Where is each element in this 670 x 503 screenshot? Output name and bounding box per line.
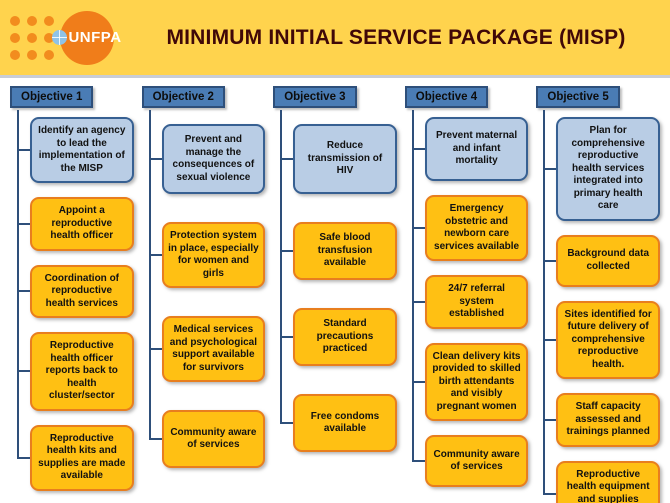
flow-box: Safe blood transfusion available xyxy=(293,222,397,280)
flow-box: Prevent maternal and infant mortality xyxy=(424,117,529,181)
objective-5-column: Objective 5 Plan for comprehensive repro… xyxy=(536,86,660,503)
flow-box: Community aware of services xyxy=(424,435,529,487)
flow-item: Plan for comprehensive reproductive heal… xyxy=(536,110,660,228)
flow-item: 24/7 referral system established xyxy=(405,268,529,336)
flow-item: Coordination of reproductive health serv… xyxy=(10,257,134,326)
flow-item: Prevent and manage the consequences of s… xyxy=(142,110,266,208)
flow-box: Sites identified for future delivery of … xyxy=(556,300,660,379)
flow-box: Standard precautions practiced xyxy=(293,308,397,366)
flow-box: Clean delivery kits provided to skilled … xyxy=(424,342,529,421)
flow-item: Appoint a reproductive health officer xyxy=(10,190,134,258)
flow-item: Identify an agency to lead the implement… xyxy=(10,110,134,190)
flow-box: Identify an agency to lead the implement… xyxy=(30,117,134,183)
flow-item: Clean delivery kits provided to skilled … xyxy=(405,335,529,429)
flow-box: Coordination of reproductive health serv… xyxy=(30,264,134,318)
flow-box: Staff capacity assessed and trainings pl… xyxy=(556,393,660,447)
logo-dots-icon xyxy=(10,15,54,60)
flow-item: Reproductive health equipment and suppli… xyxy=(536,453,660,503)
flow-item: Safe blood transfusion available xyxy=(273,208,397,294)
logo-circle: UNFPA xyxy=(52,10,121,65)
objective-1-column: Objective 1 Identify an agency to lead t… xyxy=(10,86,134,497)
flow-item: Reproductive health officer reports back… xyxy=(10,325,134,418)
objective-2-column: Objective 2 Prevent and manage the conse… xyxy=(141,86,266,497)
flow-item: Sites identified for future delivery of … xyxy=(536,293,660,387)
flow-item: Standard precautions practiced xyxy=(273,294,397,380)
page-title: MINIMUM INITIAL SERVICE PACKAGE (MISP) xyxy=(166,25,626,49)
logo-text: UNFPA xyxy=(68,29,122,46)
flow-box: Reproductive health officer reports back… xyxy=(30,332,134,411)
flow-box: Reduce transmission of HIV xyxy=(293,124,397,194)
flow-box: Protection system in place, especially f… xyxy=(161,222,266,288)
objective-4-header: Objective 4 xyxy=(404,86,489,108)
flow-item: Community aware of services xyxy=(142,396,266,482)
misp-diagram: Objective 1 Identify an agency to lead t… xyxy=(0,78,670,503)
flow-box: Reproductive health equipment and suppli… xyxy=(556,460,660,503)
flow-box: Medical services and psychological suppo… xyxy=(161,316,266,382)
flow-item: Free condoms available xyxy=(273,380,397,466)
objective-1-header: Objective 1 xyxy=(10,86,94,108)
objective-3-header: Objective 3 xyxy=(273,86,357,108)
un-emblem-icon xyxy=(52,30,68,45)
flow-box: Emergency obstetric and newborn care ser… xyxy=(424,195,529,261)
unfpa-logo: UNFPA xyxy=(10,10,142,65)
flow-box: Plan for comprehensive reproductive heal… xyxy=(556,117,660,221)
objective-5-header: Objective 5 xyxy=(536,86,620,108)
flow-box: Prevent and manage the consequences of s… xyxy=(161,124,266,194)
flow-item: Emergency obstetric and newborn care ser… xyxy=(405,188,529,268)
flow-item: Staff capacity assessed and trainings pl… xyxy=(536,386,660,454)
flow-item: Medical services and psychological suppo… xyxy=(142,302,266,396)
flow-box: Community aware of services xyxy=(161,410,266,468)
flow-box: Free condoms available xyxy=(293,394,397,452)
flow-item: Reproductive health kits and supplies ar… xyxy=(10,417,134,498)
objective-2-header: Objective 2 xyxy=(141,86,225,108)
flow-box: Reproductive health kits and supplies ar… xyxy=(30,424,134,491)
flow-item: Reduce transmission of HIV xyxy=(273,110,397,208)
header-bar: UNFPA MINIMUM INITIAL SERVICE PACKAGE (M… xyxy=(0,0,670,78)
flow-box: Background data collected xyxy=(556,234,660,287)
flow-item: Protection system in place, especially f… xyxy=(142,208,266,302)
flow-item: Community aware of services xyxy=(405,428,529,494)
flow-box: 24/7 referral system established xyxy=(424,275,529,329)
objective-3-column: Objective 3 Reduce transmission of HIV S… xyxy=(273,86,397,497)
flow-item: Prevent maternal and infant mortality xyxy=(405,110,529,188)
objective-4-column: Objective 4 Prevent maternal and infant … xyxy=(404,86,529,497)
flow-box: Appoint a reproductive health officer xyxy=(30,197,134,251)
flow-item: Background data collected xyxy=(536,227,660,294)
